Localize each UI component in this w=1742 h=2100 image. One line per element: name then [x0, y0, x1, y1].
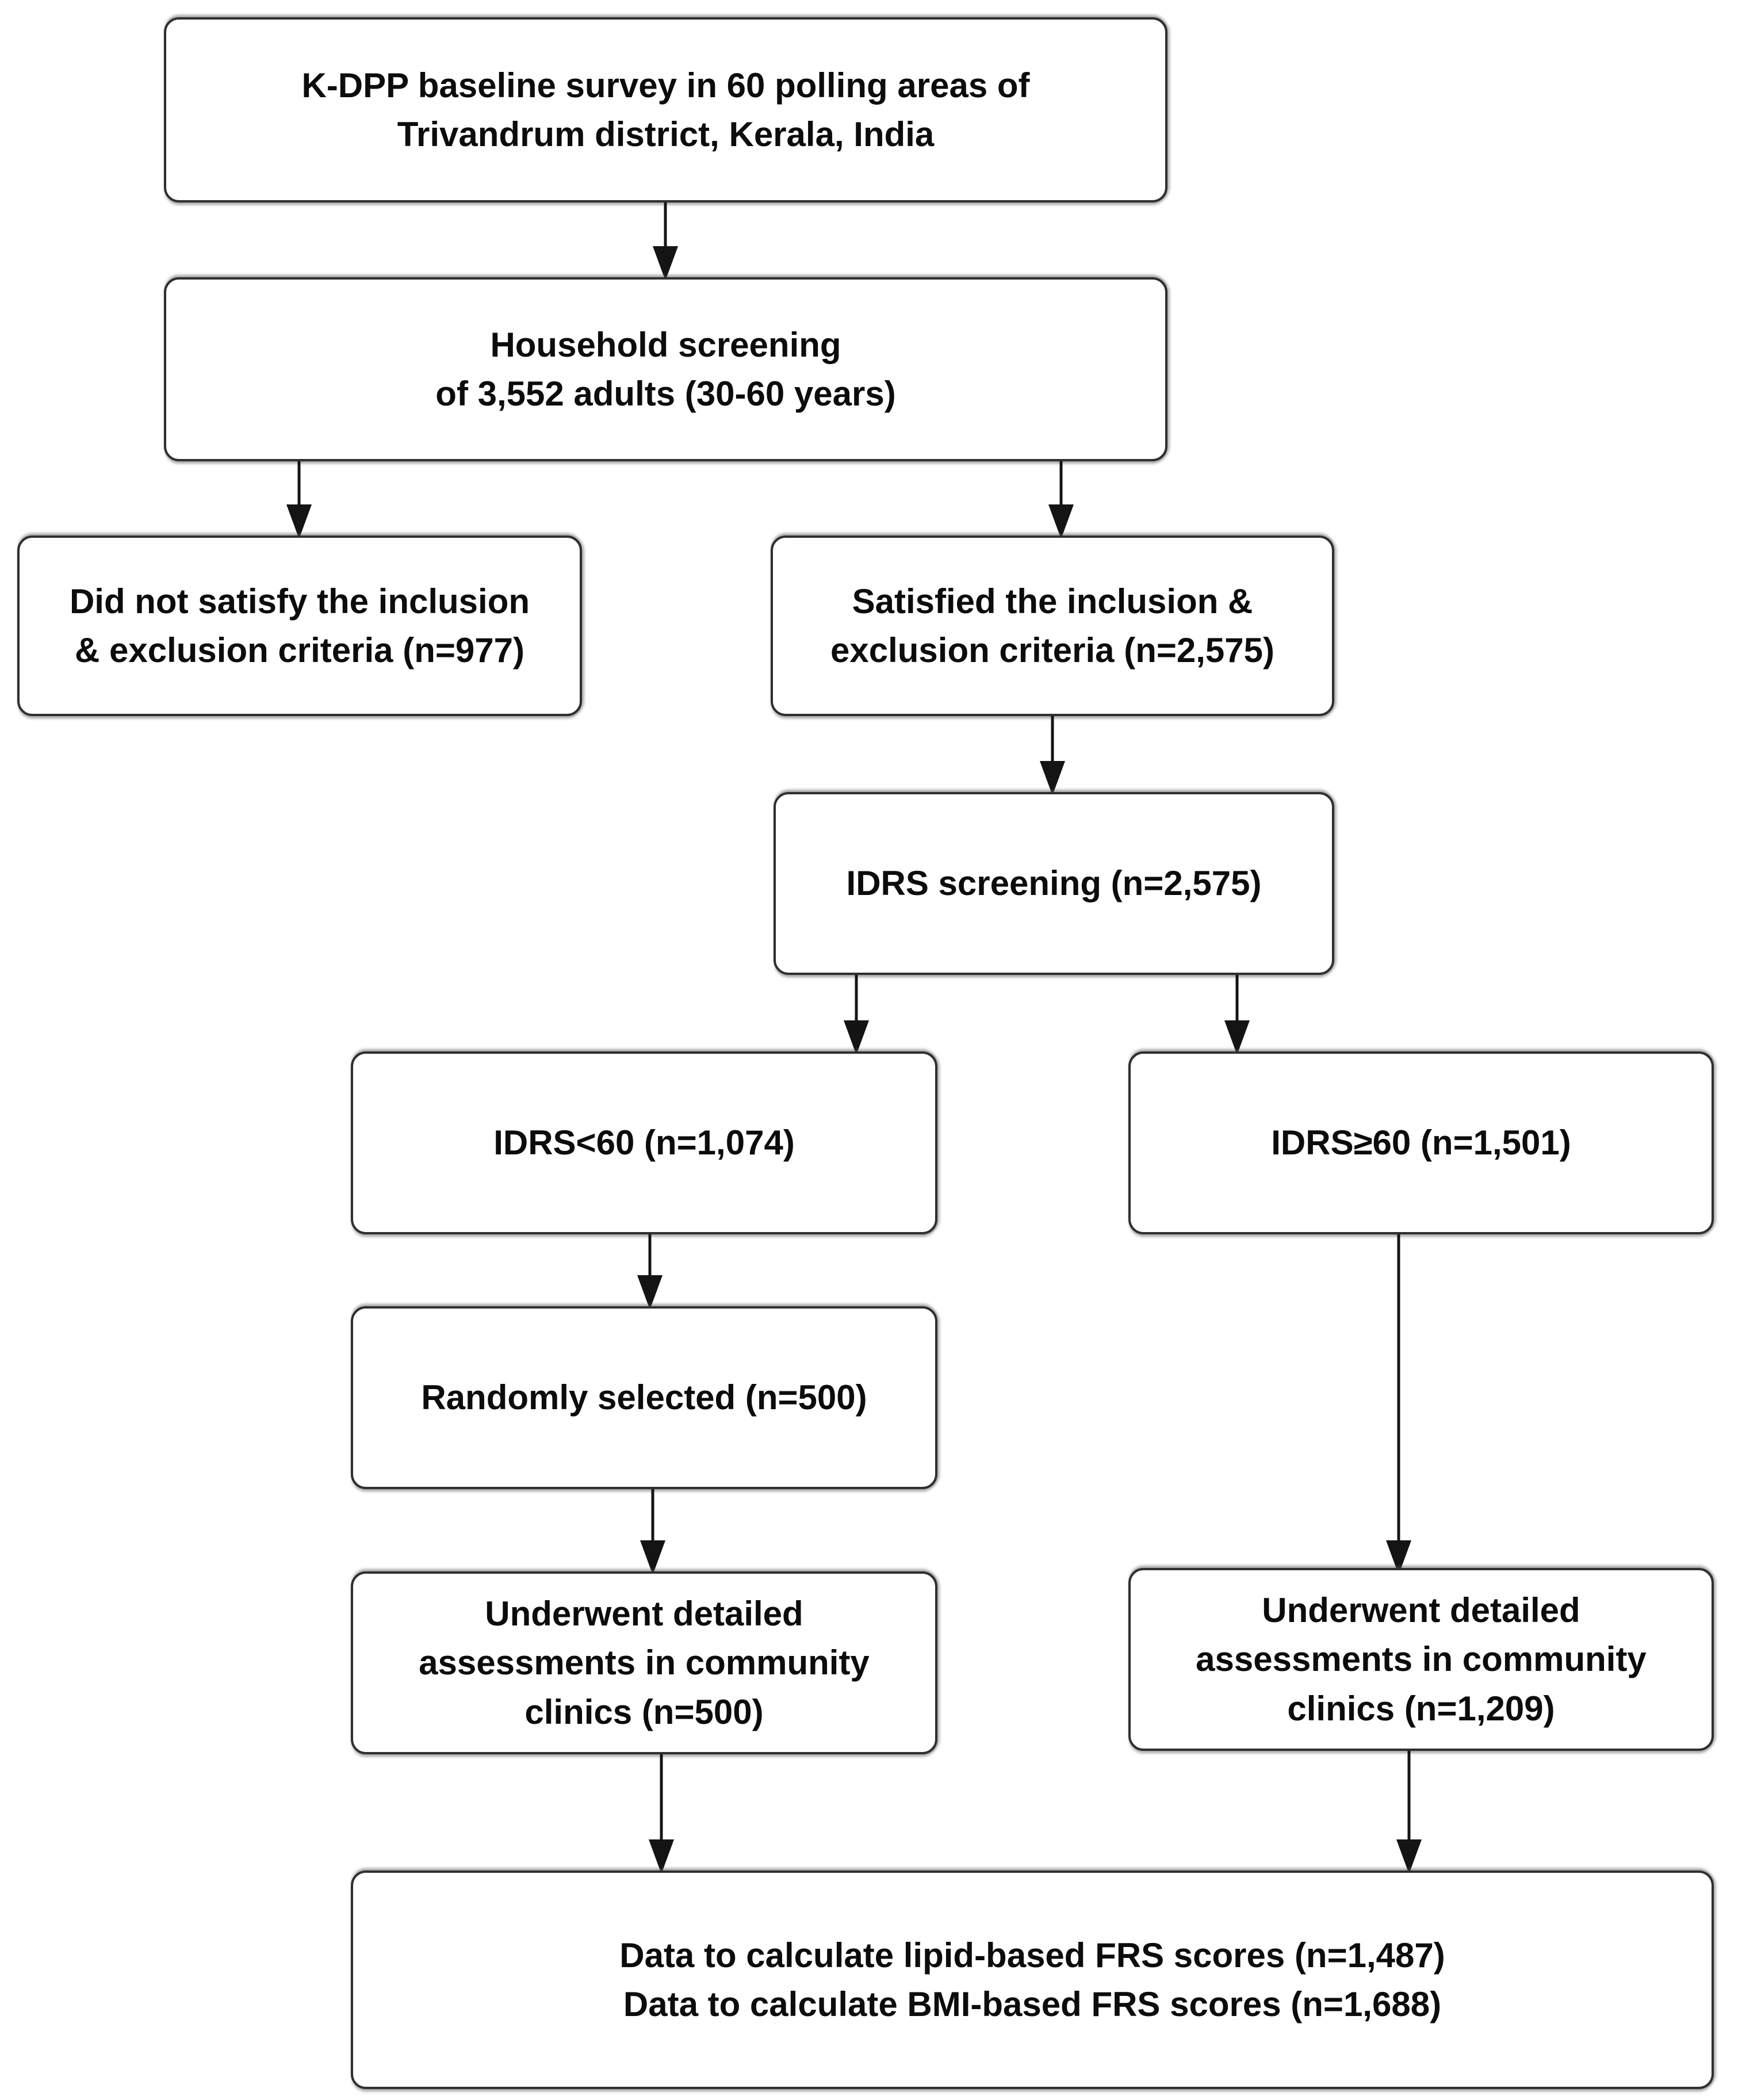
box-frs-data-text: Data to calculate lipid-based FRS scores… — [619, 1931, 1445, 2029]
arrow-baseline-to-household — [653, 202, 678, 281]
arrow-shaft — [297, 461, 301, 509]
box-household-screening-text: Household screening of 3,552 adults (30-… — [435, 320, 895, 418]
box-idrs-screening: IDRS screening (n=2,575) — [774, 792, 1334, 975]
arrow-head — [844, 1020, 869, 1055]
arrow-shaft — [1407, 1751, 1411, 1844]
arrow-shaft — [660, 1754, 663, 1844]
arrow-shaft — [1397, 1234, 1400, 1545]
box-idrs-below-60-text: IDRS<60 (n=1,074) — [493, 1118, 795, 1167]
box-assessments-low-risk-text: Underwent detailed assessments in commun… — [419, 1589, 870, 1736]
arrow-head — [1048, 504, 1074, 539]
arrow-shaft — [664, 202, 667, 251]
arrow-assessments-low-risk-to-frs-data — [649, 1754, 674, 1874]
box-not-satisfied-criteria: Did not satisfy the inclusion & exclusio… — [17, 535, 582, 716]
arrow-idrs-above-60-to-assessments — [1386, 1234, 1411, 1575]
box-randomly-selected-text: Randomly selected (n=500) — [421, 1373, 867, 1422]
arrow-shaft — [1059, 461, 1063, 509]
box-randomly-selected: Randomly selected (n=500) — [351, 1306, 937, 1489]
box-text-line: Underwent detailed — [485, 1594, 803, 1634]
box-text-line: of 3,552 adults (30-60 years) — [435, 374, 896, 413]
box-text-line: IDRS screening (n=2,575) — [846, 864, 1262, 903]
arrow-idrs-screening-to-idrs-above-60 — [1224, 975, 1250, 1055]
arrow-shaft — [1051, 716, 1054, 766]
arrow-shaft — [651, 1489, 654, 1545]
box-text-line: assessments in community — [1196, 1640, 1647, 1679]
arrow-head — [1396, 1839, 1422, 1874]
arrow-shaft — [855, 975, 858, 1025]
box-idrs-at-or-above-60-text: IDRS≥60 (n=1,501) — [1271, 1118, 1571, 1167]
box-baseline-survey: K-DPP baseline survey in 60 polling area… — [164, 17, 1167, 202]
box-text-line: IDRS≥60 (n=1,501) — [1271, 1123, 1571, 1162]
box-idrs-below-60: IDRS<60 (n=1,074) — [351, 1051, 937, 1234]
box-text-line: clinics (n=500) — [524, 1692, 764, 1731]
box-text-line: K-DPP baseline survey in 60 polling area… — [301, 66, 1030, 105]
box-text-line: Did not satisfy the inclusion — [69, 582, 530, 621]
box-baseline-survey-text: K-DPP baseline survey in 60 polling area… — [301, 61, 1029, 159]
box-satisfied-criteria-text: Satisfied the inclusion & exclusion crit… — [830, 577, 1274, 675]
arrow-head — [653, 246, 678, 281]
arrow-head — [286, 504, 312, 539]
box-assessments-high-risk-text: Underwent detailed assessments in commun… — [1196, 1586, 1647, 1733]
arrow-head — [649, 1839, 674, 1874]
arrow-idrs-below-60-to-randomly-selected — [637, 1234, 663, 1310]
box-text-line: assessments in community — [419, 1643, 870, 1682]
box-not-satisfied-criteria-text: Did not satisfy the inclusion & exclusio… — [70, 577, 530, 675]
box-assessments-low-risk: Underwent detailed assessments in commun… — [351, 1571, 937, 1754]
arrow-head — [1040, 761, 1065, 795]
arrow-head — [1224, 1020, 1250, 1055]
box-text-line: Randomly selected (n=500) — [421, 1378, 867, 1417]
arrow-idrs-screening-to-idrs-below-60 — [844, 975, 869, 1055]
box-text-line: Data to calculate lipid-based FRS scores… — [619, 1935, 1445, 1975]
box-frs-data: Data to calculate lipid-based FRS scores… — [351, 1871, 1714, 2089]
box-text-line: & exclusion criteria (n=977) — [74, 631, 524, 670]
box-idrs-screening-text: IDRS screening (n=2,575) — [847, 859, 1262, 908]
box-text-line: Data to calculate BMI-based FRS scores (… — [623, 1985, 1442, 2024]
box-idrs-at-or-above-60: IDRS≥60 (n=1,501) — [1128, 1051, 1714, 1234]
arrow-shaft — [648, 1234, 652, 1280]
arrow-satisfied-to-idrs-screening — [1040, 716, 1065, 795]
arrow-household-to-satisfied — [1048, 461, 1074, 539]
box-text-line: IDRS<60 (n=1,074) — [493, 1123, 795, 1162]
box-household-screening: Household screening of 3,552 adults (30-… — [164, 277, 1167, 461]
box-text-line: Household screening — [490, 325, 841, 364]
box-text-line: exclusion criteria (n=2,575) — [830, 631, 1275, 670]
box-assessments-high-risk: Underwent detailed assessments in commun… — [1128, 1568, 1714, 1751]
arrow-randomly-selected-to-assessments — [640, 1489, 665, 1575]
box-text-line: Trivandrum district, Kerala, India — [397, 115, 935, 154]
arrow-head — [637, 1275, 663, 1310]
box-text-line: Satisfied the inclusion & — [852, 582, 1253, 621]
box-text-line: Underwent detailed — [1262, 1591, 1580, 1630]
arrow-head — [640, 1540, 665, 1575]
arrow-household-to-not-satisfied — [286, 461, 312, 539]
arrow-shaft — [1235, 975, 1239, 1025]
box-satisfied-criteria: Satisfied the inclusion & exclusion crit… — [771, 535, 1334, 716]
arrow-assessments-high-risk-to-frs-data — [1396, 1751, 1422, 1874]
box-text-line: clinics (n=1,209) — [1287, 1689, 1555, 1728]
